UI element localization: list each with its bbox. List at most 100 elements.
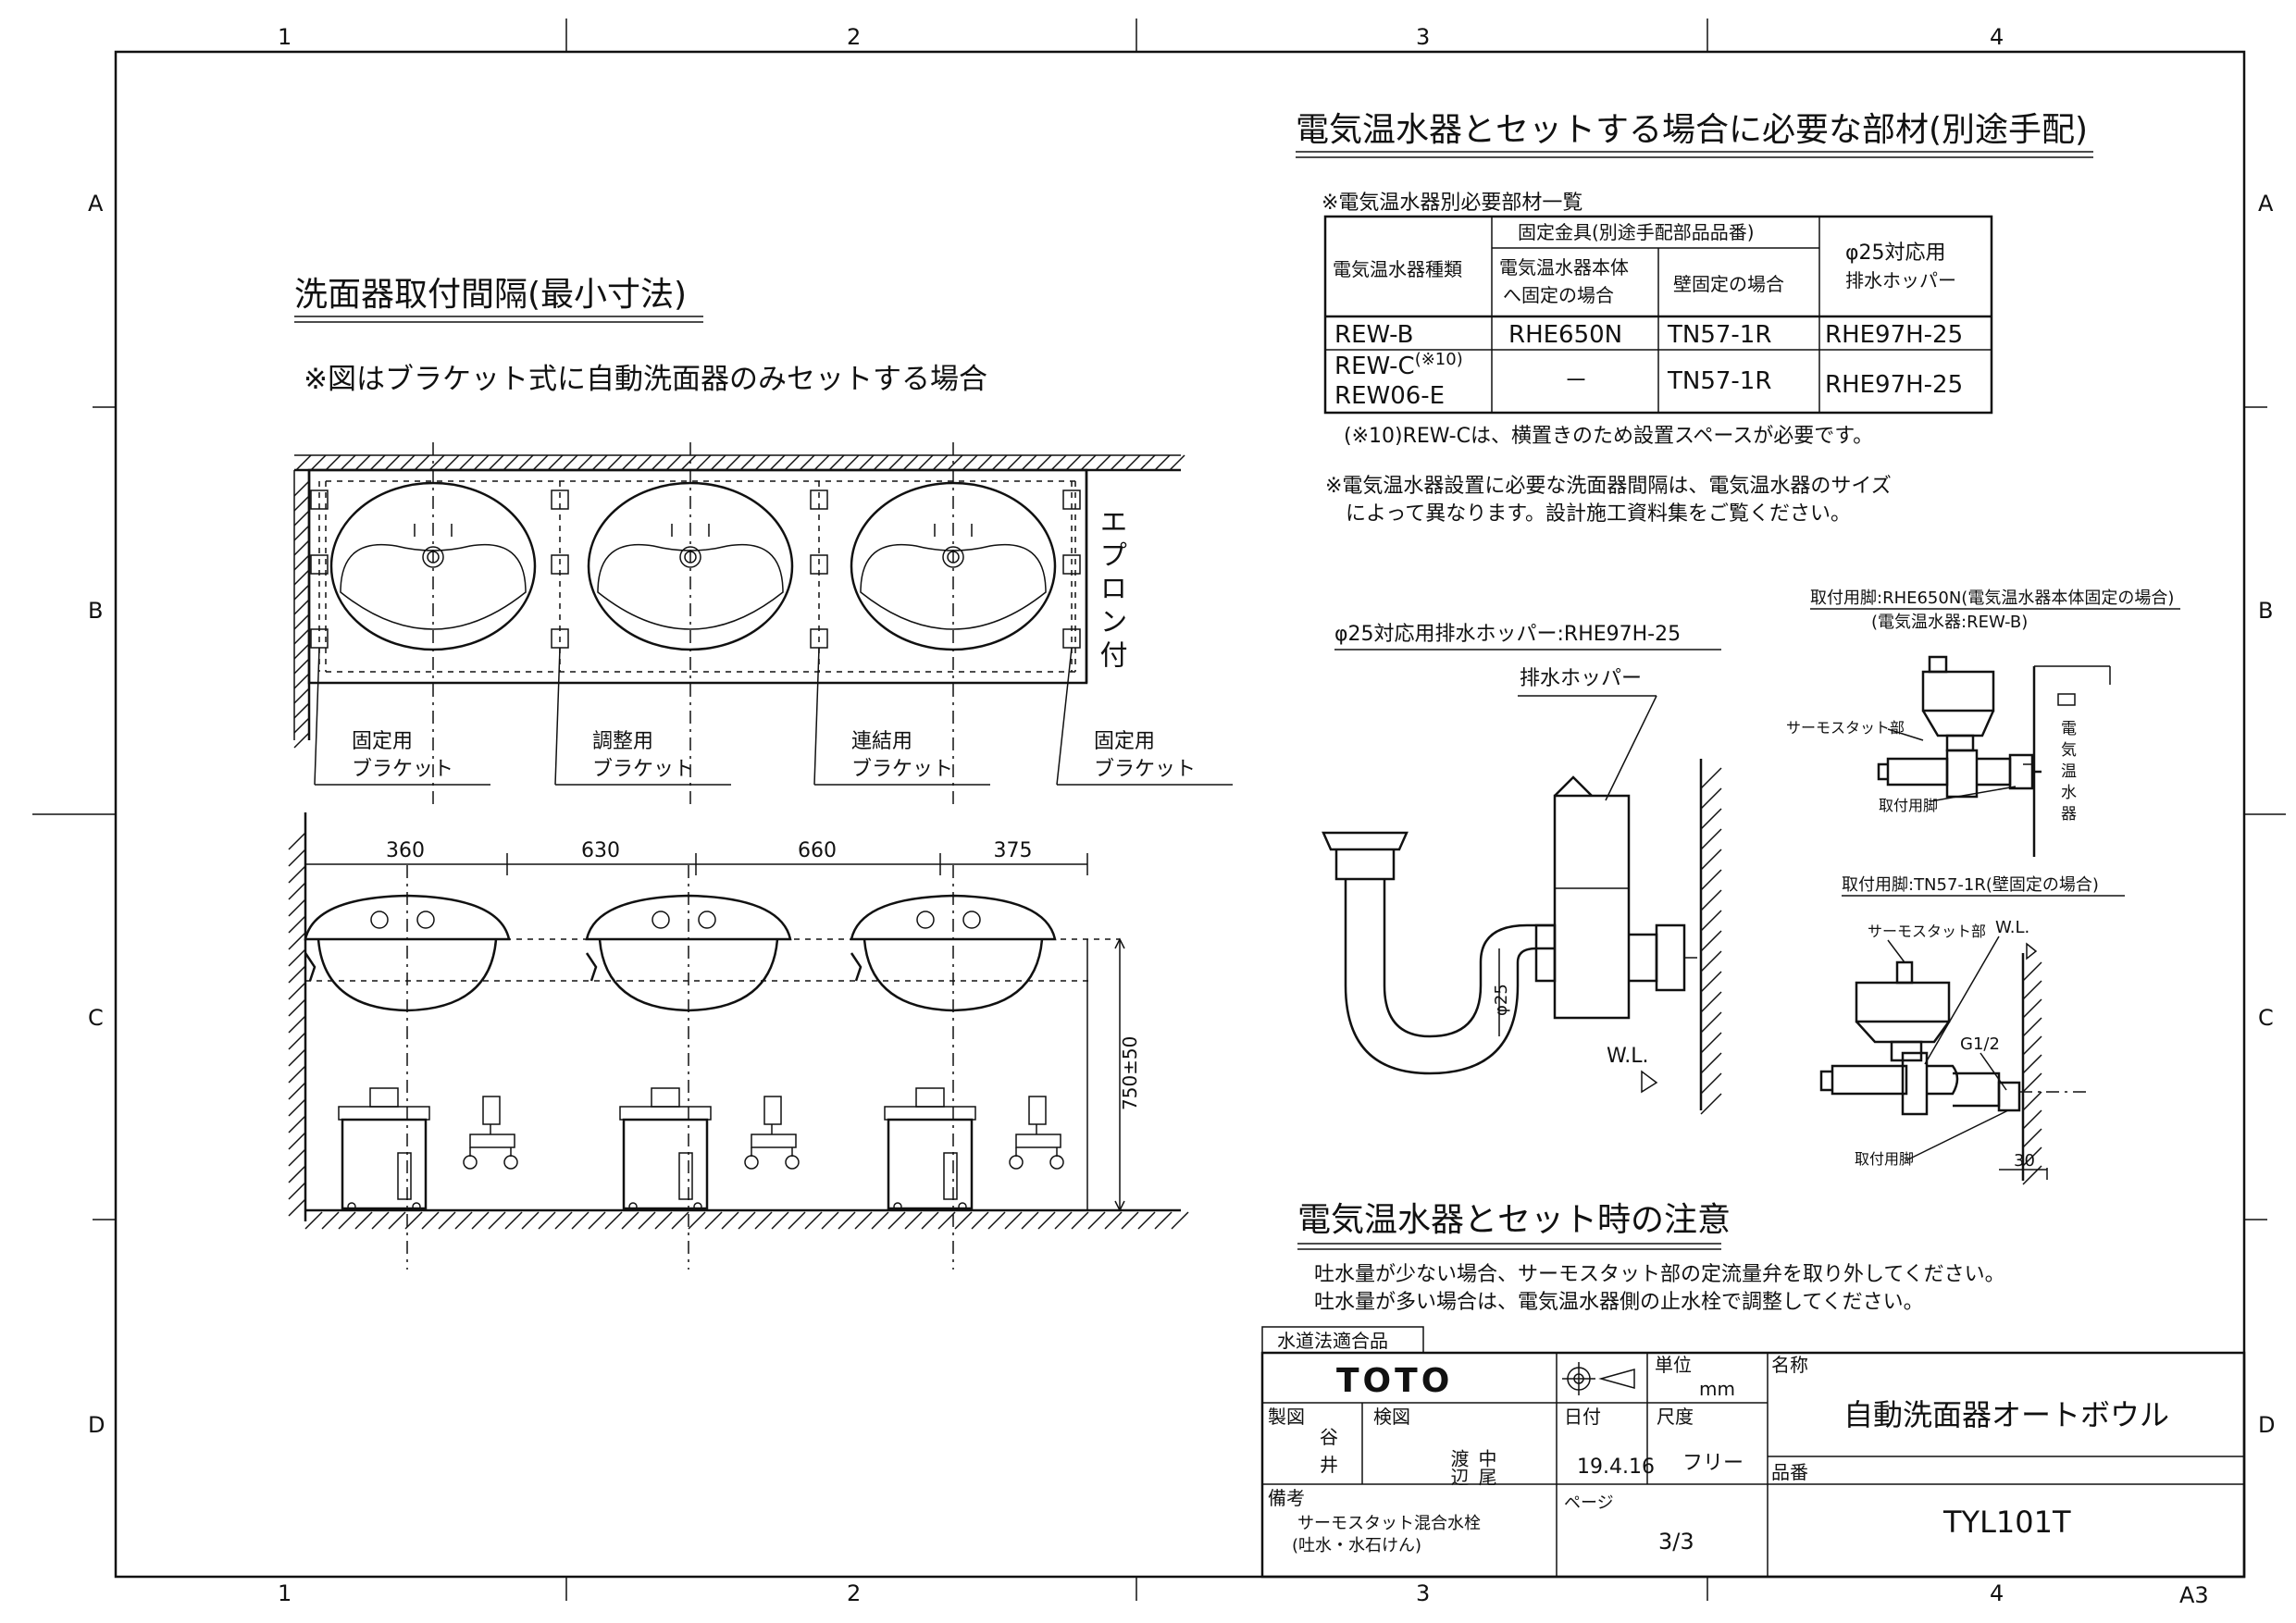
col-label: 3 [1416,24,1430,50]
bracket-label-2: ブラケット [592,758,694,781]
sensor-icon [585,952,598,982]
dim-label: 360 [386,839,425,862]
col-label: 1 [278,1580,292,1606]
basin-bowl [340,543,527,630]
basin-underside [598,938,779,1012]
col-label: 4 [1990,24,2004,50]
faucet-icon [370,911,389,929]
bracket-icon [551,554,569,575]
thermostat-valve-icon [1028,1096,1047,1125]
product-name: 自動洗面器オートボウル [1843,1397,2169,1432]
bracket-icon [1062,489,1081,510]
sensor-icon [850,952,863,982]
water-heater-icon [887,1118,974,1210]
fix2-title: 取付用脚:TN57-1R(壁固定の場合) [1842,875,2099,895]
name-label: 名称 [1771,1354,1808,1376]
caution-line: 吐水量が少ない場合、サーモスタット部の定流量弁を取り外してください。 [1314,1263,2005,1286]
row-label: D [2258,1412,2275,1438]
basin-underside [316,938,498,1012]
td-type: REW-C(※10) [1334,350,1463,380]
bracket-icon [1062,554,1081,575]
toto-logo: TOTO [1336,1362,1453,1400]
fix1-sub: (電気温水器:REW-B) [1871,613,2028,632]
basin-elevation [304,894,511,941]
grid-ticks [32,19,2286,1601]
unit-label: 単位 [1655,1354,1692,1376]
hopper-drawing [1322,695,1703,1110]
thermo-label: サーモスタット部 [1868,923,1986,940]
caution-line: 吐水量が多い場合は、電気温水器側の止水栓で調整してください。 [1314,1291,1924,1314]
remarks-2: (吐水・水石けん) [1292,1536,1421,1555]
bracket-icon [551,489,569,510]
date-value: 19.4.16 [1577,1456,1655,1479]
phi25-label: φ25 [1492,984,1511,1016]
note-spacing: ※電気温水器設置に必要な洗面器間隔は、電気温水器のサイズ [1325,475,1892,498]
th-hopper: φ25対応用 [1845,242,1946,265]
wl-label: W.L. [1995,918,2029,937]
row-label: A [2258,191,2274,217]
remarks-label: 備考 [1268,1487,1305,1509]
td-hopper: RHE97H-25 [1825,321,1963,349]
checked-label: 検図 [1373,1406,1410,1428]
col-label: 1 [278,24,292,50]
basin-elevation [850,894,1057,941]
soap-icon [698,911,716,929]
wl-label: W.L. [1607,1045,1648,1068]
faucet-icon [916,911,935,929]
td-wall: TN57-1R [1667,321,1771,349]
hopper-label: 排水ホッパー [1520,667,1642,690]
plan-view [293,442,1185,805]
part-label: 品番 [1771,1461,1808,1483]
parts-table [1323,215,1993,415]
scale-label: 尺度 [1657,1406,1694,1428]
th-type: 電気温水器種類 [1333,258,1462,280]
thermostat-valve-icon [763,1096,782,1125]
basin-bowl [860,543,1047,630]
td-hopper: RHE97H-25 [1825,371,1963,399]
drain-icon [942,546,964,568]
fix1-drawing [1877,655,2111,857]
page-label: ページ [1564,1493,1614,1513]
td-body: RHE650N [1508,321,1622,349]
bracket-label: 固定用 [352,730,413,753]
leg-label: 取付用脚 [1855,1150,1914,1168]
table-caption: ※電気温水器別必要部材一覧 [1322,192,1582,215]
dim-label: 660 [798,839,837,862]
thermostat-valve-icon [482,1096,501,1125]
dim-30: 30 [2014,1151,2035,1171]
th-body: 電気温水器本体 [1499,256,1629,279]
dim-label: 375 [994,839,1033,862]
bracket-icon [310,489,329,510]
bracket-label-2: ブラケット [1094,758,1196,781]
checked-a: 渡辺 [1447,1449,1470,1486]
part-number: TYL101T [1942,1505,2071,1540]
page-number: 3/3 [1658,1529,1694,1555]
bracket-label: 固定用 [1094,730,1155,753]
row-label: A [88,191,104,217]
sensor-icon [304,952,316,982]
th-body-2: へ固定の場合 [1503,284,1614,306]
g12-label: G1/2 [1960,1035,2000,1054]
note-10: (※10)REW-Cは、横置きのため設置スペースが必要です。 [1344,425,1873,448]
row-label: D [88,1412,105,1438]
hopper-title: φ25対応用排水ホッパー:RHE97H-25 [1334,623,1681,646]
bracket-icon [810,554,828,575]
bracket-icon [310,554,329,575]
water-heater-icon [622,1118,709,1210]
bracket-label: 連結用 [851,730,912,753]
bracket-label-2: ブラケット [851,758,953,781]
paper-size: A3 [2179,1582,2209,1608]
height-dim: 750±50 [1119,1036,1141,1110]
fix1-title: 取付用脚:RHE650N(電気温水器本体固定の場合) [1810,588,2174,608]
row-label: B [88,598,103,624]
checked-b: 中尾 [1475,1449,1497,1486]
bracket-icon [810,489,828,510]
date-label: 日付 [1564,1406,1601,1428]
drawn-label: 製図 [1268,1406,1305,1428]
row-label: C [2258,1005,2274,1031]
th-wall: 壁固定の場合 [1673,273,1784,295]
leg-label: 取付用脚 [1879,797,1938,814]
stamp-label: 水道法適合品 [1277,1330,1388,1352]
th-fix: 固定金具(別途手配部品品番) [1518,221,1755,243]
